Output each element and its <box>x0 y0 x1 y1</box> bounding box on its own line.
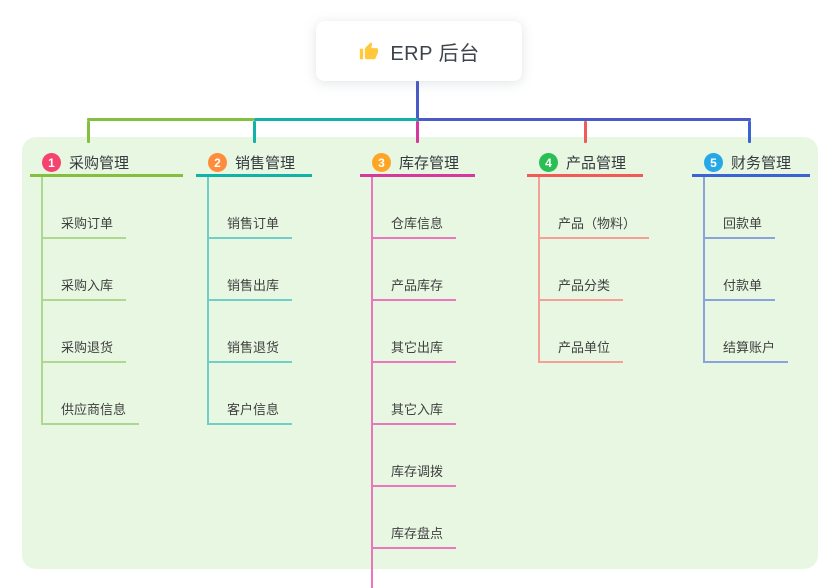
branch-drop-line <box>253 121 256 143</box>
branch-5: 5 财务管理 回款单 付款单 结算账户 <box>692 151 810 363</box>
branch-number-badge: 3 <box>372 153 391 172</box>
branches-panel <box>22 137 818 569</box>
child-node-label: 仓库信息 <box>391 216 444 231</box>
child-node[interactable]: 销售出库 <box>209 239 293 301</box>
child-node[interactable]: 销售退货 <box>209 301 293 363</box>
child-node[interactable]: 付款单 <box>705 239 776 301</box>
child-node[interactable]: 回款单 <box>705 177 776 239</box>
child-node-label: 结算账户 <box>723 340 776 355</box>
child-node[interactable]: 其它出库 <box>373 301 457 363</box>
branch-title: 产品管理 <box>566 155 627 172</box>
child-node[interactable]: 产品单位 <box>540 301 624 363</box>
branch-drop-line <box>87 121 90 143</box>
child-node-label: 客户信息 <box>227 402 280 417</box>
branch-title: 销售管理 <box>235 155 296 172</box>
child-node-label: 其它入库 <box>391 402 444 417</box>
child-node-label: 其它出库 <box>391 340 444 355</box>
child-node-label: 产品（物料） <box>558 216 637 231</box>
child-node[interactable]: 产品（物料） <box>540 177 650 239</box>
child-node[interactable]: 产品分类 <box>540 239 624 301</box>
child-node-label: 产品库存 <box>391 278 444 293</box>
branch-1: 1 采购管理 采购订单 采购入库 采购退货 供应商信息 <box>30 151 183 425</box>
child-node-label: 供应商信息 <box>61 402 127 417</box>
branch-label-node[interactable]: 4 产品管理 <box>527 151 643 177</box>
branch-drop-line <box>748 121 751 143</box>
branch-label-node[interactable]: 5 财务管理 <box>692 151 810 177</box>
child-node-label: 回款单 <box>723 216 763 231</box>
child-node[interactable]: 仓库信息 <box>373 177 457 239</box>
branch-title: 库存管理 <box>399 155 460 172</box>
branch-number-badge: 2 <box>208 153 227 172</box>
child-node-label: 库存盘点 <box>391 526 444 541</box>
bus-segment-teal <box>254 118 418 121</box>
child-node-label: 采购退货 <box>61 340 114 355</box>
child-node[interactable]: 库存盘点 <box>373 487 457 549</box>
child-node-label: 产品分类 <box>558 278 611 293</box>
child-node[interactable]: 采购入库 <box>43 239 127 301</box>
root-trunk-line <box>416 81 419 121</box>
branch-children: 销售订单 销售出库 销售退货 客户信息 <box>207 177 312 425</box>
child-node-label: 付款单 <box>723 278 763 293</box>
child-node-label: 销售订单 <box>227 216 280 231</box>
branch-children: 采购订单 采购入库 采购退货 供应商信息 <box>41 177 183 425</box>
thumbs-up-icon <box>358 40 380 62</box>
branch-number-badge: 5 <box>704 153 723 172</box>
branch-label-node[interactable]: 1 采购管理 <box>30 151 183 177</box>
branch-children: 仓库信息 产品库存 其它出库 其它入库 库存调拨 库存盘点 出库库明细 <box>371 177 475 588</box>
child-node-label: 销售退货 <box>227 340 280 355</box>
child-node[interactable]: 其它入库 <box>373 363 457 425</box>
child-node[interactable]: 结算账户 <box>705 301 789 363</box>
root-node[interactable]: ERP 后台 <box>316 21 522 81</box>
child-node[interactable]: 出库库明细 <box>373 549 469 588</box>
branch-label-node[interactable]: 2 销售管理 <box>196 151 312 177</box>
branch-number-badge: 1 <box>42 153 61 172</box>
child-node-label: 产品单位 <box>558 340 611 355</box>
child-node-label: 采购入库 <box>61 278 114 293</box>
child-node[interactable]: 客户信息 <box>209 363 293 425</box>
branch-number-badge: 4 <box>539 153 558 172</box>
branch-children: 回款单 付款单 结算账户 <box>703 177 810 363</box>
child-node[interactable]: 产品库存 <box>373 239 457 301</box>
child-node[interactable]: 库存调拨 <box>373 425 457 487</box>
child-node[interactable]: 供应商信息 <box>43 363 140 425</box>
child-node[interactable]: 销售订单 <box>209 177 293 239</box>
bus-segment-green <box>87 118 254 121</box>
child-node-label: 销售出库 <box>227 278 280 293</box>
branch-4: 4 产品管理 产品（物料） 产品分类 产品单位 <box>527 151 650 363</box>
root-node-label: ERP 后台 <box>390 42 480 65</box>
bus-segment-blue <box>418 118 751 121</box>
branch-label-node[interactable]: 3 库存管理 <box>360 151 475 177</box>
branch-2: 2 销售管理 销售订单 销售出库 销售退货 客户信息 <box>196 151 312 425</box>
child-node[interactable]: 采购订单 <box>43 177 127 239</box>
child-node-label: 库存调拨 <box>391 464 444 479</box>
child-node-label: 采购订单 <box>61 216 114 231</box>
branch-3: 3 库存管理 仓库信息 产品库存 其它出库 其它入库 库存调拨 库存盘点 出库库… <box>360 151 475 588</box>
branch-drop-line <box>416 121 419 143</box>
child-node[interactable]: 采购退货 <box>43 301 127 363</box>
branch-title: 采购管理 <box>69 155 130 172</box>
branch-title: 财务管理 <box>731 155 792 172</box>
branch-children: 产品（物料） 产品分类 产品单位 <box>538 177 650 363</box>
branch-drop-line <box>584 121 587 143</box>
